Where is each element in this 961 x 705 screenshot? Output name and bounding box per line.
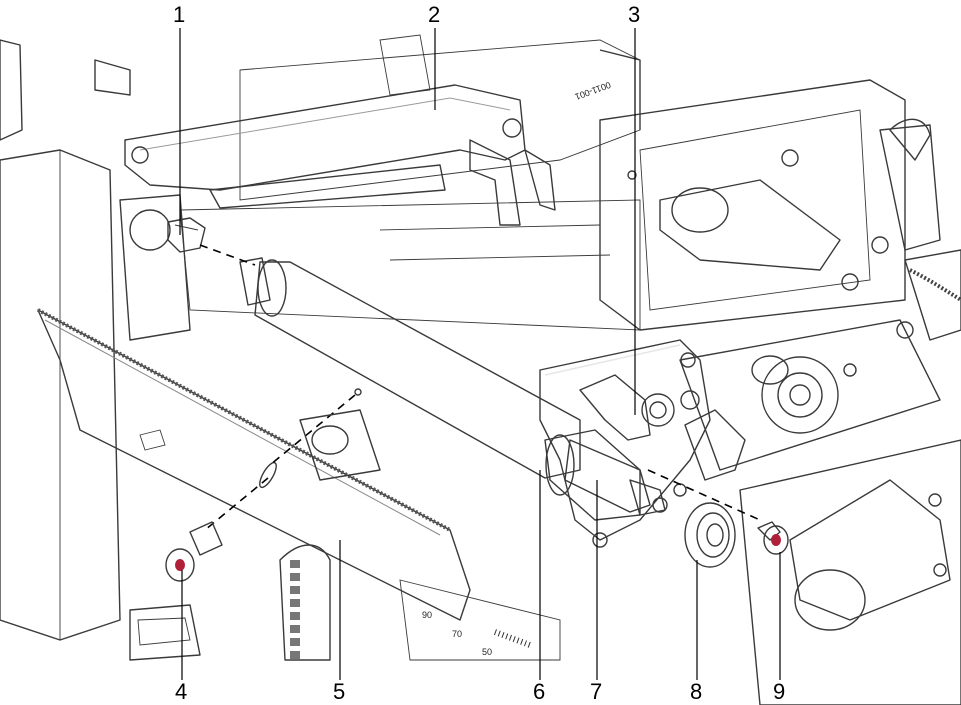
left-side-plate [119,194,206,341]
upper-hole [354,388,362,396]
callout-leaders [179,28,781,680]
callout-5: 5 [333,679,345,704]
axis-line-upper [269,394,356,466]
printhead-bracket [124,84,556,226]
callout-8: 8 [690,679,702,704]
axis-line-right [647,469,761,521]
bearing-bracket [539,339,746,548]
ball-bearing [684,502,736,568]
callout-1: 1 [173,2,185,27]
callout-3: 3 [628,2,640,27]
callout-9: 9 [773,679,785,704]
scale-mark-70: 70 [452,629,462,639]
right-frame [599,79,961,705]
callout-2: 2 [428,2,440,27]
axis-line-left [199,244,256,266]
scale-mark-90: 90 [422,610,432,620]
callout-6: 6 [533,679,545,704]
gear-wheel: 90 70 50 [279,409,561,661]
left-housing [0,39,201,661]
callout-4: 4 [175,679,187,704]
callout-7: 7 [590,679,602,704]
tear-off-plate [37,308,471,621]
red-screw-left [165,521,223,582]
red-screw-right [757,521,789,555]
callout-labels: 1 2 3 4 5 6 7 8 9 [173,2,785,704]
scale-mark-50: 50 [482,647,492,657]
